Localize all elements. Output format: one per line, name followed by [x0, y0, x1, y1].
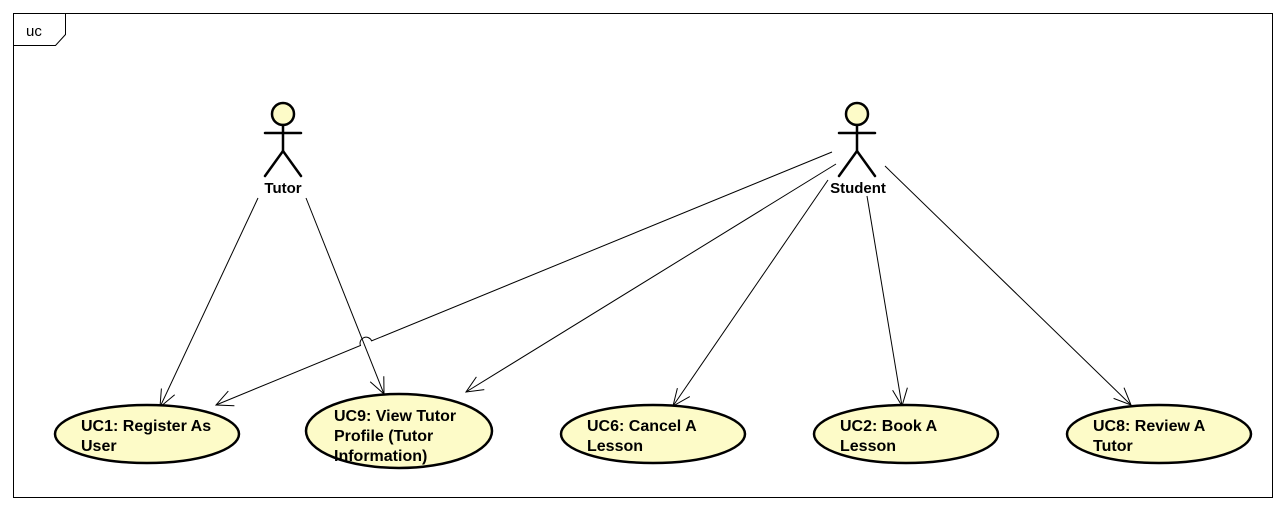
use-case-uc1[interactable]: UC1: Register As User — [53, 403, 241, 465]
use-case-label-line: Profile (Tutor — [334, 428, 433, 445]
use-case-label-line: Lesson — [840, 438, 896, 455]
arrowhead — [1113, 387, 1132, 406]
use-case-uc2[interactable]: UC2: Book A Lesson — [812, 403, 1000, 465]
use-case-label: UC1: Register As User — [81, 418, 216, 455]
use-case-label-line: Lesson — [587, 438, 643, 455]
association-student-uc1 — [214, 151, 833, 407]
arrowhead — [214, 390, 235, 407]
use-case-ellipse — [1065, 403, 1253, 465]
use-case-label: UC8: Review A Tutor — [1093, 418, 1209, 455]
actor-legs — [263, 148, 303, 178]
use-case-uc9[interactable]: UC9: View Tutor Profile (Tutor Informati… — [304, 392, 494, 470]
use-case-uc6[interactable]: UC6: Cancel A Lesson — [559, 403, 747, 465]
use-case-ellipse — [53, 403, 241, 465]
arrowhead — [464, 376, 485, 393]
use-case-label-line: UC6: Cancel A — [587, 418, 697, 435]
actor-label-tutor: Tutor — [264, 180, 301, 197]
actor-tutor[interactable]: Tutor — [263, 101, 303, 197]
use-case-ellipse — [812, 403, 1000, 465]
use-case-label-line: UC1: Register As — [81, 418, 211, 435]
frame-label: uc — [26, 23, 42, 40]
use-case-label: UC9: View Tutor Profile (Tutor Informati… — [334, 408, 461, 465]
actor-student[interactable]: Student — [830, 101, 886, 197]
actor-legs — [837, 148, 877, 178]
use-case-label-line: UC2: Book A — [840, 418, 938, 435]
use-case-uc8[interactable]: UC8: Review A Tutor — [1065, 403, 1253, 465]
use-case-label: UC6: Cancel A Lesson — [587, 418, 701, 455]
use-case-label-line: UC9: View Tutor — [334, 408, 456, 425]
use-case-ellipse — [559, 403, 747, 465]
associations — [159, 151, 1132, 409]
use-case-ellipse — [304, 392, 494, 470]
use-case-label-line: User — [81, 438, 117, 455]
use-case-label-line: Tutor — [1093, 438, 1133, 455]
actor-label-student: Student — [830, 180, 886, 197]
actor-head — [270, 101, 296, 127]
frame-tab — [13, 13, 66, 46]
use-case-label: UC2: Book A Lesson — [840, 418, 941, 455]
use-case-label-line: UC8: Review A — [1093, 418, 1206, 435]
association-student-uc8 — [884, 165, 1132, 406]
actor-head — [844, 101, 870, 127]
association-student-uc9 — [464, 163, 837, 393]
use-case-label-line: Information) — [334, 448, 427, 465]
